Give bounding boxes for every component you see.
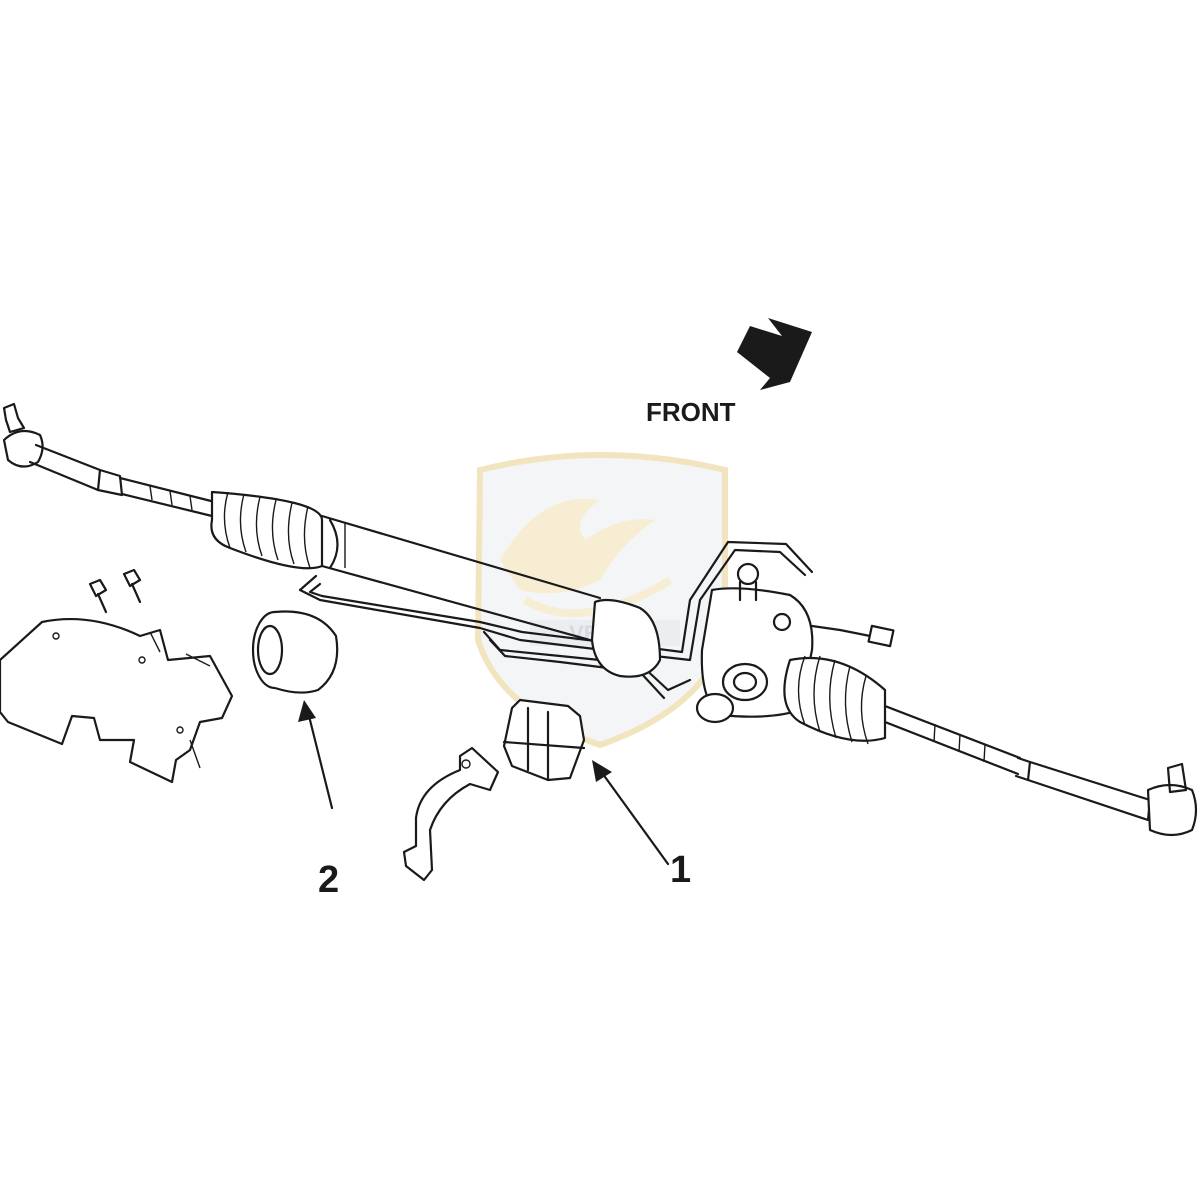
right-tie-rod-end: [1146, 762, 1198, 837]
cover-plate: [0, 617, 234, 784]
callout-1: 1: [670, 849, 691, 891]
left-tie-rod-end: [2, 402, 124, 497]
part-2-bushing: [251, 610, 339, 694]
rack-housing: [320, 514, 602, 642]
front-label: FRONT: [646, 397, 736, 427]
bolt-icon: [122, 568, 142, 604]
right-boot: [783, 655, 887, 745]
leader-arrow-2: [298, 700, 334, 810]
clamp-bracket: [402, 746, 500, 882]
right-tie-rod: [883, 704, 1152, 822]
front-arrow-icon: [737, 318, 812, 390]
leader-arrow-1: [592, 760, 670, 866]
left-boot: [210, 490, 324, 570]
part-1-bushing: [502, 698, 586, 782]
bolt-icon: [88, 578, 108, 614]
callout-2: 2: [318, 859, 339, 901]
left-tie-rod: [118, 476, 217, 518]
